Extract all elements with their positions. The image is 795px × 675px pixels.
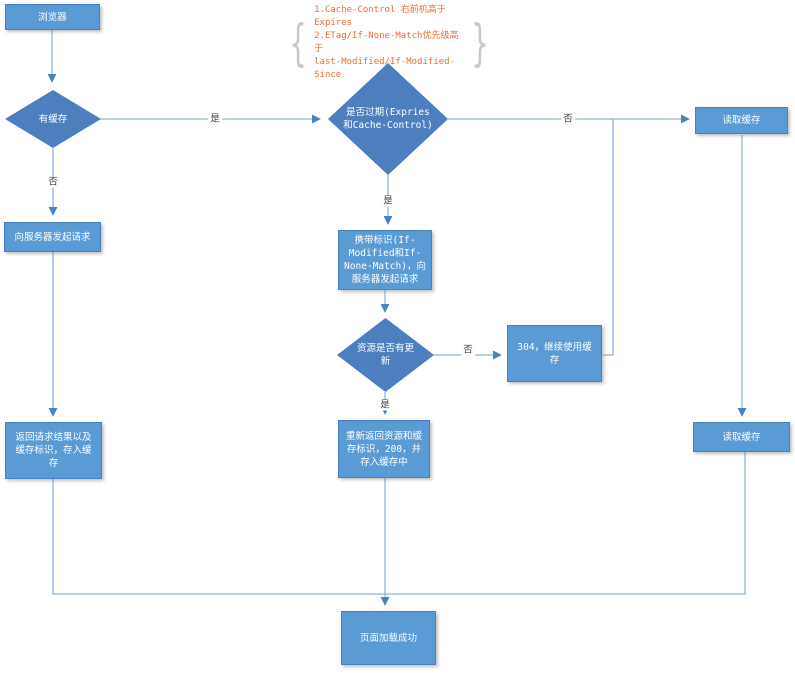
annotation-text: 1.Cache-Control 右前机高于Expires 2.ETag/If-N…	[314, 5, 459, 80]
node-return-new-resource: 重新返回资源和缓 存标识，200，并 存入缓存中	[338, 420, 430, 478]
edge-label-yes-updated: 是	[378, 399, 392, 411]
right-brace: }	[471, 14, 489, 72]
edge-label-yes-has-cache: 是	[208, 113, 222, 125]
edge-label-no-has-cache: 否	[46, 176, 60, 188]
edge-304-to-read-cache	[603, 119, 614, 356]
edge-return-result-to-merge	[52, 479, 385, 595]
node-request-server: 向服务器发起请求	[4, 222, 101, 252]
left-brace: {	[289, 14, 307, 72]
edge-label-no-expired: 否	[561, 113, 575, 125]
annotation-note: { 1.Cache-Control 右前机高于Expires 2.ETag/If…	[283, 2, 495, 84]
edge-read-cache-bottom-to-merge	[385, 452, 746, 595]
node-304-use-cache: 304，继续使用缓 存	[507, 325, 602, 382]
node-return-result-store: 返回请求结果以及 缓存标识，存入缓 存	[5, 422, 102, 479]
edge-label-yes-expired: 是	[381, 195, 395, 207]
node-read-cache-top: 读取缓存	[695, 107, 788, 134]
node-read-cache-bottom: 读取缓存	[693, 422, 790, 452]
edge-label-no-updated: 否	[461, 344, 475, 356]
node-page-loaded: 页面加载成功	[341, 611, 436, 665]
node-browser: 浏览器	[5, 4, 100, 30]
node-carry-token: 携带标识(If- Modified和If- None-Match)，向 服务器发…	[338, 230, 432, 290]
